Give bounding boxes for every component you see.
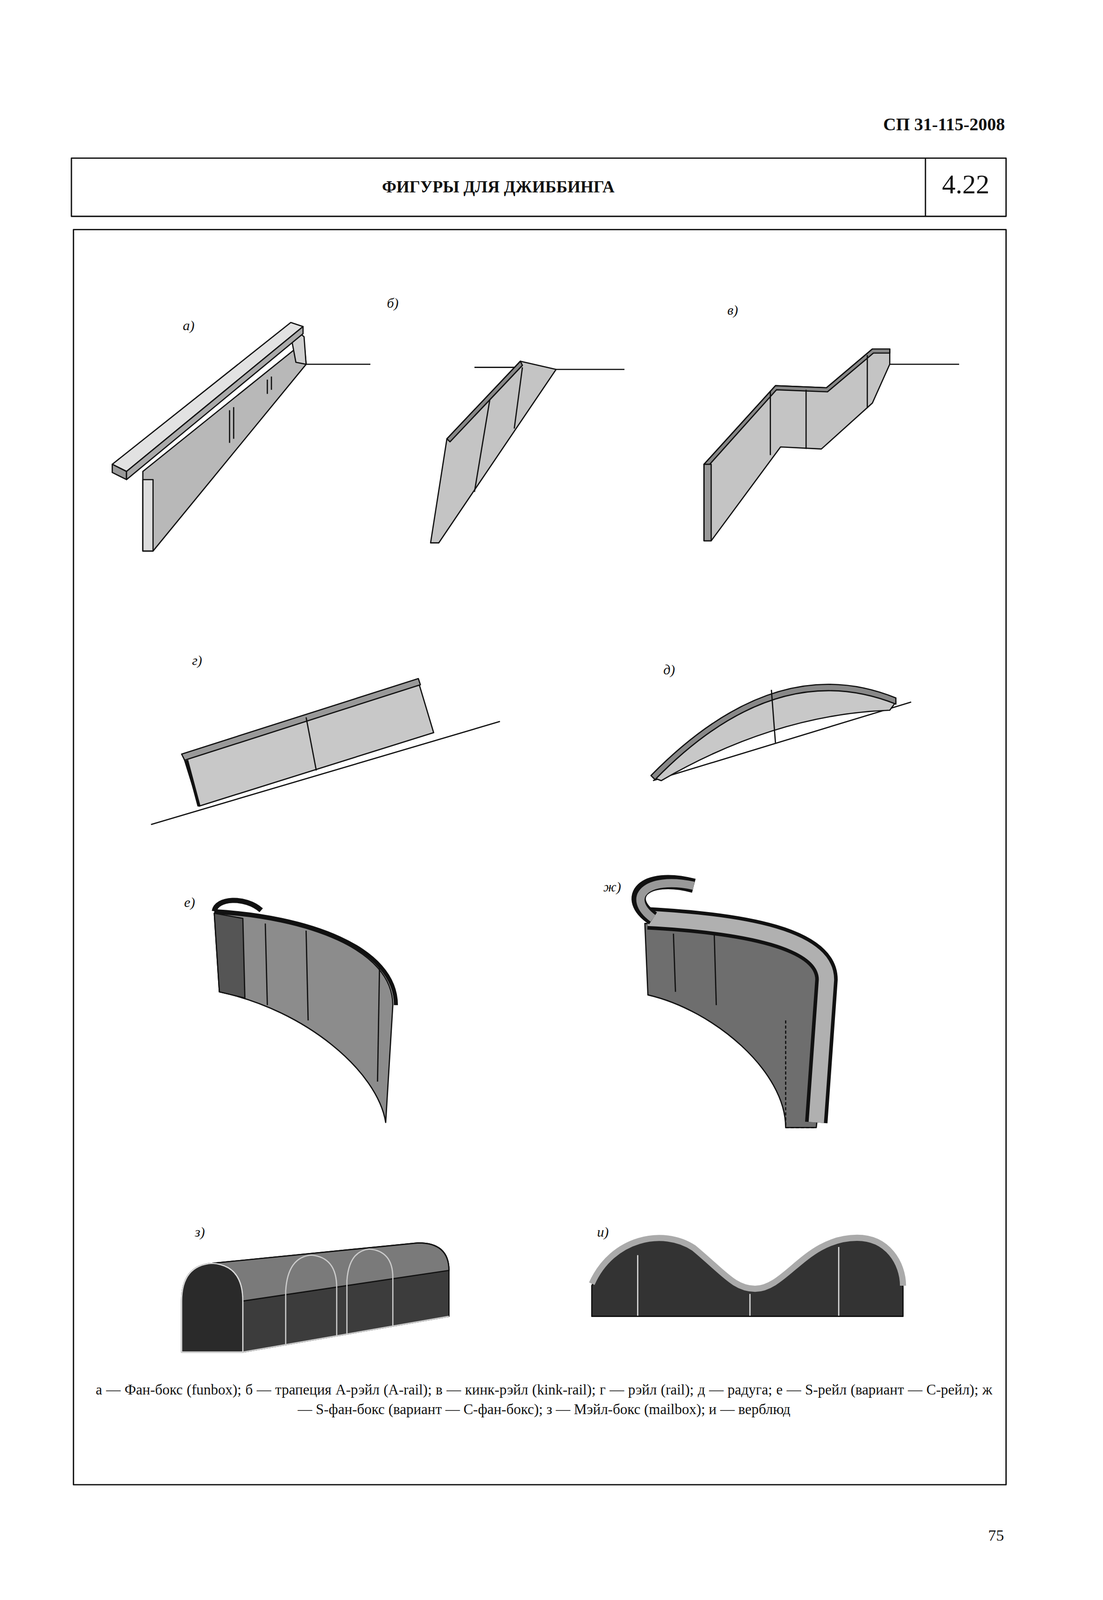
- rainbow-figure-part: [771, 689, 776, 743]
- funbox-figure-part: [266, 379, 269, 395]
- s-rail-figure-part: [265, 923, 268, 1005]
- kink-rail-figure-part: [704, 464, 712, 541]
- a-rail-figure: [430, 360, 625, 543]
- page-number: 75: [988, 1526, 1005, 1545]
- rail-figure-part: [306, 717, 317, 771]
- kink-rail-figure-part: [769, 390, 771, 456]
- sheet-title: ФИГУРЫ ДЛЯ ДЖИББИНГА: [381, 177, 615, 197]
- rail-figure-part: [181, 678, 421, 761]
- mailbox-figure-part: [346, 1248, 393, 1335]
- figure-letter: г): [191, 652, 203, 669]
- page-frame-part: [73, 229, 1006, 1485]
- s-funbox-figure-part: [785, 1020, 817, 1128]
- sheet-number: 4.22: [941, 169, 990, 201]
- funbox-figure-part: [112, 464, 127, 480]
- mailbox-figure-part: [285, 1255, 337, 1345]
- s-funbox-figure-part: [647, 918, 827, 1123]
- s-funbox-figure-part: [647, 918, 827, 1123]
- funbox-figure-part: [112, 322, 304, 472]
- kink-rail-figure-part: [805, 389, 807, 450]
- funbox-figure-part: [233, 407, 235, 439]
- camel-figure-part: [591, 1239, 903, 1317]
- figure-caption: а — Фан-бокс (funbox); б — трапеция А-рэ…: [95, 1379, 993, 1420]
- s-rail-figure-part: [214, 913, 246, 998]
- illustration-part: [71, 158, 1006, 1485]
- rail-figure: [150, 678, 500, 825]
- s-rail-figure-part: [214, 911, 396, 1005]
- figure-letter: е): [183, 894, 195, 911]
- s-funbox-figure: [638, 882, 832, 1128]
- camel-figure-part: [591, 1237, 903, 1289]
- kink-rail-figure-part: [704, 348, 891, 469]
- s-rail-figure-part: [306, 930, 309, 1021]
- s-rail-figure-part: [214, 913, 393, 1123]
- figure-letter: и): [597, 1223, 609, 1241]
- page-frame: [71, 158, 1006, 1485]
- rail-figure-part: [186, 760, 199, 807]
- mailbox-figure-part: [212, 1242, 449, 1301]
- kink-rail-figure: [704, 348, 960, 541]
- rainbow-figure-part: [650, 684, 896, 780]
- funbox-figure-part: [126, 326, 304, 480]
- figure-letter: ж): [603, 878, 622, 896]
- figure-letter: а): [183, 317, 195, 334]
- s-rail-figure-part: [377, 964, 380, 1082]
- funbox-figure: [112, 322, 371, 551]
- s-funbox-figure-part: [640, 883, 694, 919]
- funbox-figure-part: [142, 479, 154, 552]
- s-funbox-figure-part: [714, 933, 717, 1005]
- a-rail-figure-part: [474, 400, 490, 493]
- kink-rail-figure-part: [889, 363, 960, 366]
- figure-letter: б): [386, 295, 399, 312]
- mailbox-figure: [181, 1242, 449, 1352]
- s-funbox-figure-part: [673, 933, 676, 992]
- mailbox-figure-part: [181, 1242, 449, 1352]
- camel-figure-part: [838, 1246, 840, 1317]
- s-rail-figure: [214, 900, 396, 1123]
- page-frame-part: [924, 158, 927, 217]
- camel-figure-part: [749, 1293, 751, 1317]
- a-rail-figure-part: [514, 367, 523, 429]
- funbox-figure-part: [270, 376, 273, 390]
- rainbow-figure-part: [652, 688, 896, 781]
- rainbow-figure: [650, 684, 912, 781]
- figure-letter: з): [194, 1223, 206, 1241]
- s-funbox-figure-part: [638, 882, 694, 919]
- page-frame-part: [71, 158, 1006, 217]
- camel-figure: [591, 1237, 903, 1316]
- s-rail-figure-part: [214, 900, 262, 912]
- camel-figure-part: [636, 1255, 639, 1317]
- funbox-figure-part: [228, 410, 231, 443]
- mailbox-figure-part: [181, 1263, 243, 1352]
- document-code: СП 31-115-2008: [883, 114, 1005, 135]
- mailbox-figure-part: [242, 1316, 449, 1352]
- figure-letter: д): [663, 661, 675, 679]
- kink-rail-figure-part: [866, 354, 869, 409]
- a-rail-figure-part: [556, 368, 625, 371]
- kink-rail-figure-part: [704, 348, 891, 541]
- funbox-figure-part: [304, 363, 371, 366]
- figure-letter: в): [727, 302, 738, 319]
- camel-figure-part: [591, 1315, 903, 1317]
- a-rail-figure-part: [430, 360, 557, 543]
